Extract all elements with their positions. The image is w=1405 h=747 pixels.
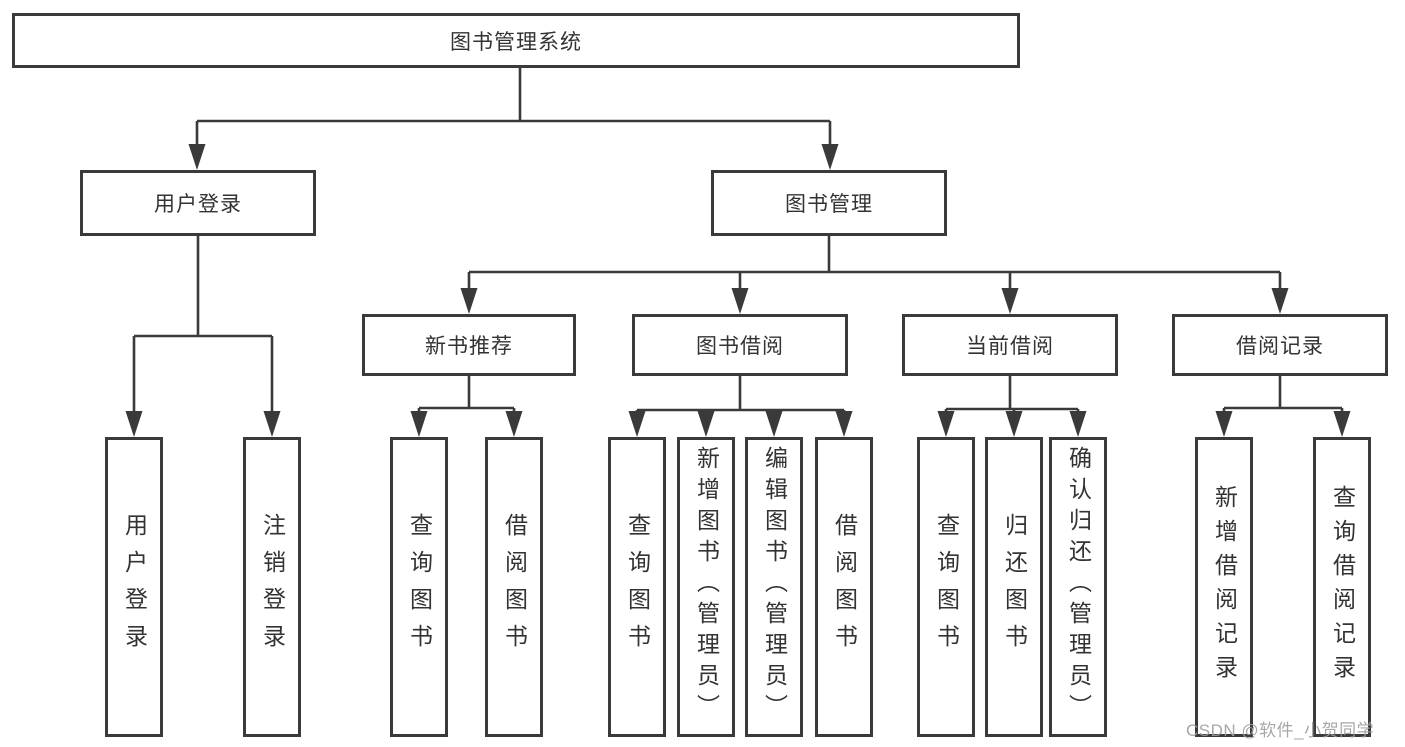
node-label: 借阅图书 <box>501 513 528 661</box>
node-label: 新增借阅记录 <box>1211 485 1238 689</box>
connector-root-to-level2 <box>188 68 839 170</box>
connector-currentborrow-to-leaves <box>937 376 1087 437</box>
node-leaf-edit-books-admin: 编辑图书（管理员） <box>745 437 803 737</box>
node-library-management-system: 图书管理系统 <box>12 13 1020 68</box>
node-label: 查询图书 <box>624 513 651 661</box>
connector-bookborrow-to-leaves <box>628 376 853 437</box>
node-label: 图书借阅 <box>696 335 784 358</box>
node-leaf-current-query-books: 查询图书 <box>917 437 975 737</box>
node-label: 查询图书 <box>933 513 960 661</box>
node-label: 图书管理系统 <box>450 30 582 54</box>
node-leaf-confirm-return-admin: 确认归还（管理员） <box>1049 437 1107 737</box>
node-label: 当前借阅 <box>966 335 1054 358</box>
node-label: 用户登录 <box>121 513 148 661</box>
node-leaf-user-login: 用户登录 <box>105 437 163 737</box>
node-label: 图书管理 <box>785 193 873 216</box>
node-leaf-borrow-query-books: 查询图书 <box>608 437 666 737</box>
node-label: 借阅图书 <box>831 513 858 661</box>
node-book-management: 图书管理 <box>711 170 947 236</box>
node-leaf-newbook-borrow-books: 借阅图书 <box>485 437 543 737</box>
connector-borrowrecords-to-leaves <box>1215 376 1351 437</box>
node-leaf-add-borrow-record: 新增借阅记录 <box>1195 437 1253 737</box>
node-new-book-recommendation: 新书推荐 <box>362 314 576 376</box>
node-user-login: 用户登录 <box>80 170 316 236</box>
node-label: 注销登录 <box>259 513 286 661</box>
node-book-borrowing: 图书借阅 <box>632 314 848 376</box>
node-leaf-borrow-books: 借阅图书 <box>815 437 873 737</box>
node-label: 新书推荐 <box>425 335 513 358</box>
connector-bookmgmt-to-level3 <box>460 236 1289 314</box>
node-label: 编辑图书（管理员） <box>761 446 788 725</box>
node-label: 归还图书 <box>1001 513 1028 661</box>
node-leaf-logout: 注销登录 <box>243 437 301 737</box>
csdn-watermark: CSDN @软件_小贺同学 <box>1186 721 1375 740</box>
node-leaf-return-books: 归还图书 <box>985 437 1043 737</box>
node-label: 借阅记录 <box>1236 335 1324 358</box>
node-label: 新增图书（管理员） <box>693 446 720 725</box>
connector-userlogin-to-leaves <box>125 236 281 437</box>
node-label: 确认归还（管理员） <box>1065 446 1092 725</box>
node-leaf-add-books-admin: 新增图书（管理员） <box>677 437 735 737</box>
node-leaf-newbook-query-books: 查询图书 <box>390 437 448 737</box>
node-current-borrowing: 当前借阅 <box>902 314 1118 376</box>
node-label: 查询借阅记录 <box>1329 485 1356 689</box>
node-label: 查询图书 <box>406 513 433 661</box>
connector-newbook-to-leaves <box>410 376 523 437</box>
node-label: 用户登录 <box>154 193 242 216</box>
node-leaf-query-borrow-record: 查询借阅记录 <box>1313 437 1371 737</box>
node-borrowing-records: 借阅记录 <box>1172 314 1388 376</box>
